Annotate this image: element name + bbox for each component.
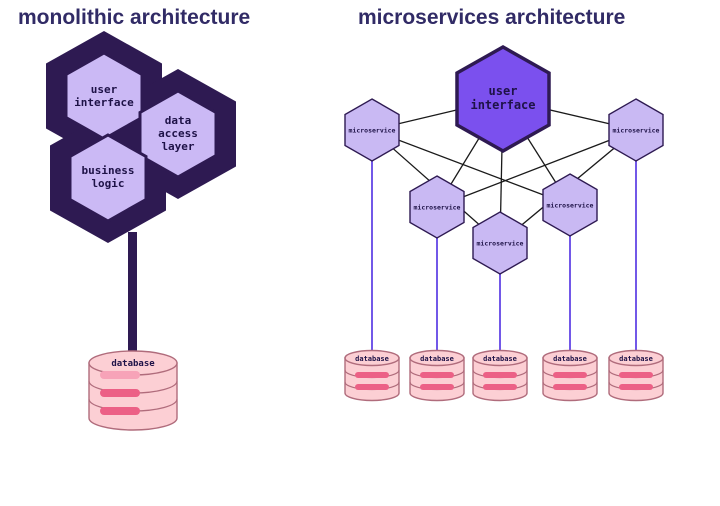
database-data-bar <box>100 389 140 397</box>
component-business-logic: business logic <box>68 133 148 223</box>
user-interface-label-line: interface <box>74 96 134 109</box>
microservice-database: database <box>608 349 664 402</box>
microservice-node: microservice <box>608 98 664 162</box>
database-data-bar <box>553 372 587 378</box>
business-logic-label-line: business <box>82 164 135 177</box>
user-interface-label-line: user <box>91 83 118 96</box>
user-interface-node: user interface <box>455 44 551 154</box>
microservice-node: microservice <box>542 173 598 237</box>
microservice-hexagon <box>608 98 664 162</box>
database-data-bar <box>100 371 140 379</box>
microservice-label: microservice <box>477 240 524 248</box>
monolith-database: database <box>88 350 178 431</box>
microservice-hexagon <box>409 175 465 239</box>
database-label: database <box>355 355 389 363</box>
microservice-label: microservice <box>547 202 594 210</box>
microservice-hexagon <box>472 211 528 275</box>
database-label: database <box>553 355 587 363</box>
microservice-node: microservice <box>344 98 400 162</box>
microservices-diagram: user interface microservice microservice… <box>344 44 664 402</box>
business-logic-hexagon <box>68 133 148 223</box>
database-cylinder-top <box>409 349 465 367</box>
database-cylinder-top <box>344 349 400 367</box>
microservice-database: database <box>542 349 598 402</box>
microservice-node: microservice <box>472 211 528 275</box>
database-label: database <box>619 355 653 363</box>
data-access-layer-label-line: access <box>158 127 198 140</box>
microservice-node: microservice <box>409 175 465 239</box>
database-label: database <box>420 355 454 363</box>
database-cylinder-top <box>542 349 598 367</box>
database-cylinder-top <box>608 349 664 367</box>
database-data-bar <box>355 372 389 378</box>
microservice-label: microservice <box>414 204 461 212</box>
microservice-database: database <box>472 349 528 402</box>
database-data-bar <box>619 372 653 378</box>
microservice-label: microservice <box>613 127 660 135</box>
database-data-bar <box>100 407 140 415</box>
user-interface-label-line: interface <box>470 98 535 112</box>
mesh-line <box>436 129 637 208</box>
user-interface-label-line: user <box>489 84 518 98</box>
monolith-diagram: user interface data access layer busines… <box>46 31 236 431</box>
microservices-title: microservices architecture <box>358 6 625 29</box>
database-data-bar <box>483 384 517 390</box>
monolithic-title: monolithic architecture <box>18 6 250 29</box>
database-data-bar <box>420 384 454 390</box>
database-data-bar <box>420 372 454 378</box>
microservice-label: microservice <box>349 127 396 135</box>
data-access-layer-hexagon <box>138 89 218 179</box>
database-data-bar <box>619 384 653 390</box>
database-label: database <box>483 355 517 363</box>
data-access-layer-label-line: layer <box>161 140 194 153</box>
business-logic-label-line: logic <box>91 177 124 190</box>
monolith-db-connector-line <box>128 232 137 372</box>
microservice-hexagon <box>542 173 598 237</box>
database-data-bar <box>483 372 517 378</box>
database-data-bar <box>553 384 587 390</box>
mesh-line <box>371 129 571 206</box>
microservice-database: database <box>409 349 465 402</box>
microservice-hexagon <box>344 98 400 162</box>
microservice-database: database <box>344 349 400 402</box>
user-interface-hexagon <box>455 44 551 154</box>
database-data-bar <box>355 384 389 390</box>
database-label: database <box>111 359 155 369</box>
data-access-layer-label-line: data <box>165 114 192 127</box>
component-user-interface: user interface <box>64 51 144 141</box>
database-cylinder-top <box>472 349 528 367</box>
component-data-access-layer: data access layer <box>138 89 218 179</box>
